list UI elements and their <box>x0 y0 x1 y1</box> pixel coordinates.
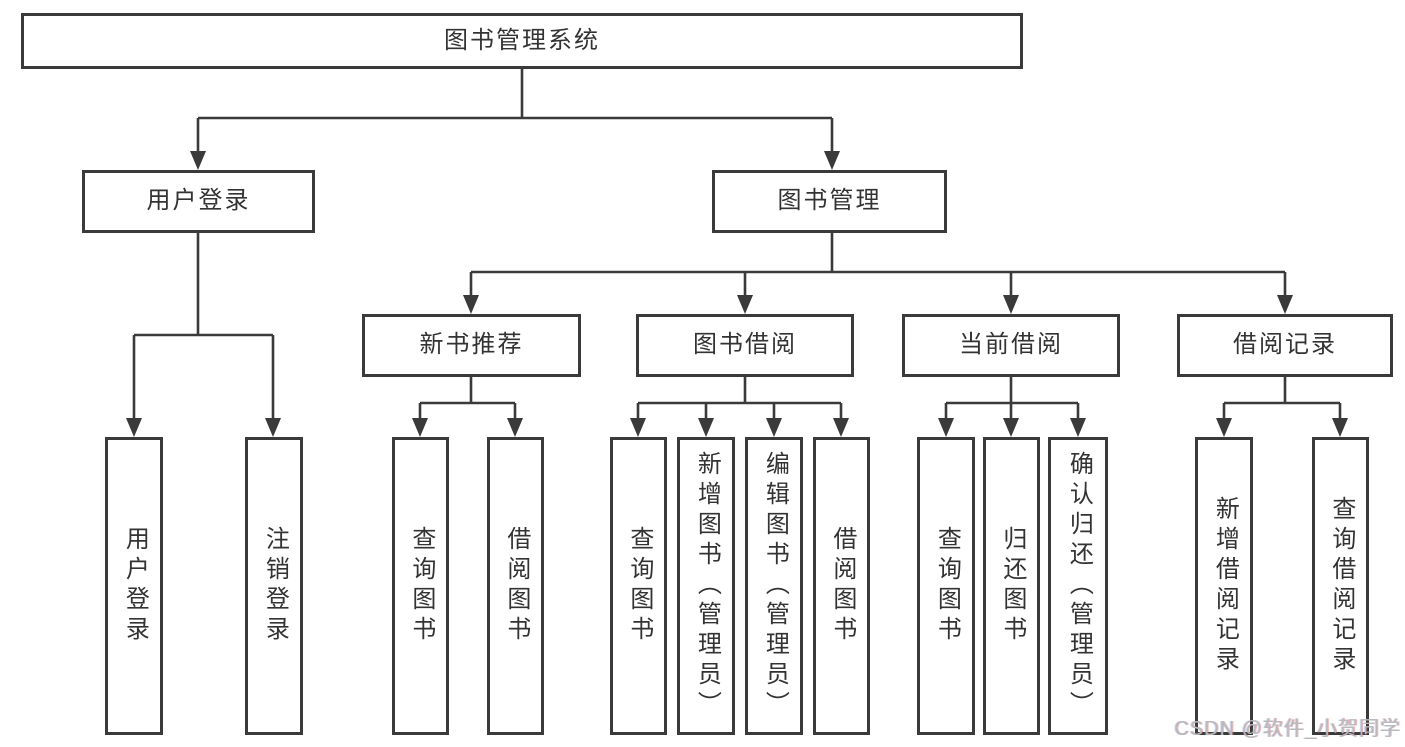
arrow-down-icon <box>1277 295 1293 314</box>
arrow-down-icon <box>463 295 479 314</box>
leaf-user-login: 用户登录 <box>105 437 163 735</box>
arrow-down-icon <box>824 151 840 170</box>
arrow-down-icon <box>938 418 954 437</box>
leaf-add-book-admin: 新增图书（管理员） <box>677 437 735 735</box>
leaf-user-login-label: 用户登录 <box>121 526 149 646</box>
node-root-label: 图书管理系统 <box>444 26 600 54</box>
leaf-return-book-label: 归还图书 <box>998 526 1026 646</box>
leaf-query-books-3: 查询图书 <box>917 437 975 735</box>
connector-new-book-branch <box>412 377 523 437</box>
arrow-down-icon <box>1216 418 1232 437</box>
leaf-logout: 注销登录 <box>245 437 303 735</box>
node-new-book-rec-label: 新书推荐 <box>419 331 524 359</box>
connector-book-borrow-branch <box>630 377 849 437</box>
leaf-edit-book-admin-label: 编辑图书（管理员） <box>761 451 789 721</box>
leaf-add-book-admin-label: 新增图书（管理员） <box>693 451 721 721</box>
arrow-down-icon <box>698 418 714 437</box>
node-current-borrow: 当前借阅 <box>902 314 1120 377</box>
connector-current-borrow-branch <box>938 377 1086 437</box>
node-user-login: 用户登录 <box>82 170 315 233</box>
arrow-down-icon <box>737 295 753 314</box>
arrow-down-icon <box>630 418 646 437</box>
leaf-confirm-return-admin-label: 确认归还（管理员） <box>1065 451 1093 721</box>
arrow-down-icon <box>1332 418 1348 437</box>
leaf-edit-book-admin: 编辑图书（管理员） <box>745 437 803 735</box>
node-book-borrow-label: 图书借阅 <box>693 331 797 359</box>
leaf-logout-label: 注销登录 <box>261 526 289 646</box>
leaf-borrow-books-1: 借阅图书 <box>487 437 544 735</box>
connector-book-mgmt-branch <box>463 233 1293 314</box>
connector-root-to-level2 <box>190 69 840 170</box>
connector-user-login-branch <box>126 233 281 437</box>
arrow-down-icon <box>1070 418 1086 437</box>
watermark: CSDN @软件_小贺同学 <box>1174 718 1401 740</box>
node-borrow-records-label: 借阅记录 <box>1233 331 1337 359</box>
leaf-borrow-books-2-label: 借阅图书 <box>828 526 856 646</box>
node-root: 图书管理系统 <box>21 13 1023 69</box>
node-book-mgmt: 图书管理 <box>712 170 947 233</box>
leaf-query-borrow-record-label: 查询借阅记录 <box>1327 496 1355 676</box>
leaf-borrow-books-1-label: 借阅图书 <box>502 526 530 646</box>
node-book-borrow: 图书借阅 <box>636 314 854 377</box>
node-current-borrow-label: 当前借阅 <box>959 331 1063 359</box>
leaf-query-books-1-label: 查询图书 <box>407 526 435 646</box>
leaf-query-books-3-label: 查询图书 <box>933 526 961 646</box>
leaf-return-book: 归还图书 <box>983 437 1040 735</box>
leaf-borrow-books-2: 借阅图书 <box>813 437 870 735</box>
node-borrow-records: 借阅记录 <box>1177 314 1393 377</box>
leaf-query-books-2-label: 查询图书 <box>625 526 653 646</box>
arrow-down-icon <box>1003 295 1019 314</box>
node-user-login-label: 用户登录 <box>146 187 251 215</box>
arrow-down-icon <box>126 418 142 437</box>
leaf-add-borrow-record: 新增借阅记录 <box>1195 437 1253 735</box>
arrow-down-icon <box>190 151 206 170</box>
arrow-down-icon <box>265 418 281 437</box>
arrow-down-icon <box>1003 418 1019 437</box>
leaf-query-books-1: 查询图书 <box>392 437 449 735</box>
node-new-book-rec: 新书推荐 <box>362 314 581 377</box>
node-book-mgmt-label: 图书管理 <box>777 187 882 215</box>
arrow-down-icon <box>507 418 523 437</box>
connector-borrow-records-branch <box>1216 377 1348 437</box>
leaf-add-borrow-record-label: 新增借阅记录 <box>1211 496 1239 676</box>
leaf-query-borrow-record: 查询借阅记录 <box>1312 437 1369 735</box>
leaf-confirm-return-admin: 确认归还（管理员） <box>1048 437 1108 735</box>
leaf-query-books-2: 查询图书 <box>610 437 667 735</box>
arrow-down-icon <box>833 418 849 437</box>
arrow-down-icon <box>766 418 782 437</box>
arrow-down-icon <box>412 418 428 437</box>
